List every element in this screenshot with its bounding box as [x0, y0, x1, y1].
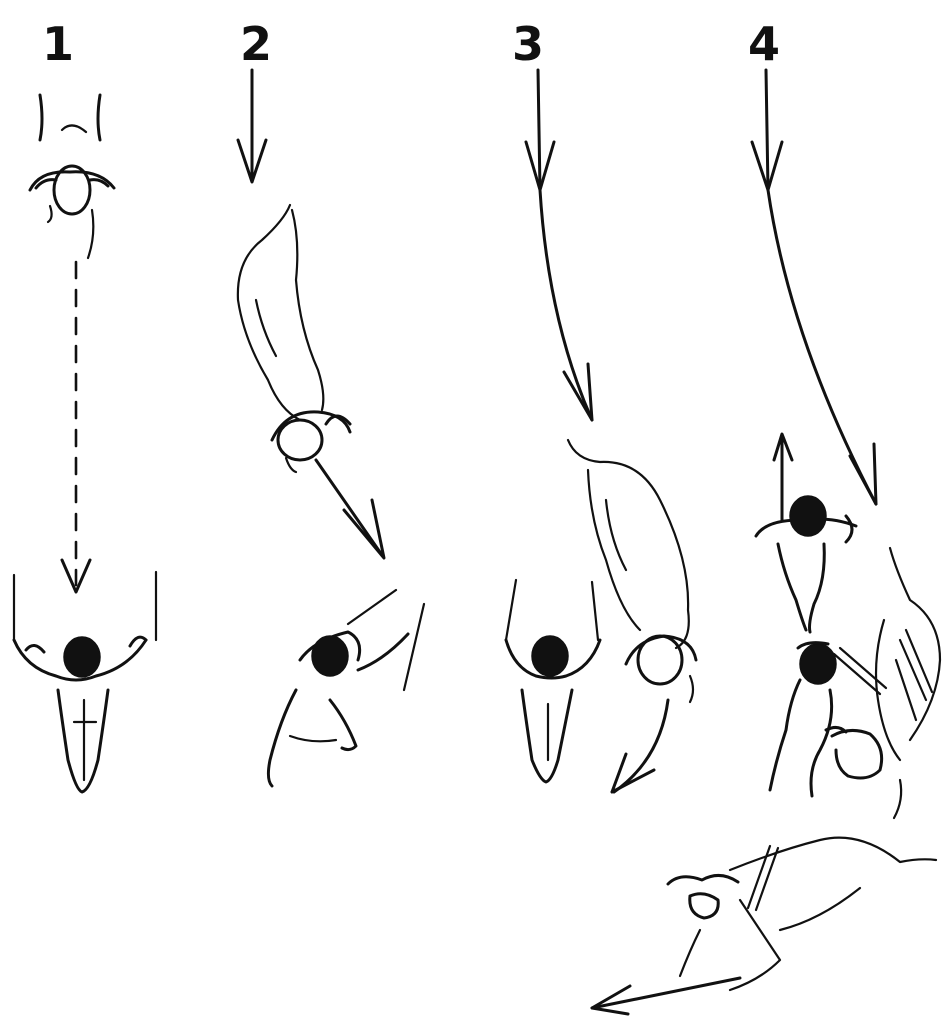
step-number-3: 3	[512, 17, 544, 71]
step-1: 1	[14, 17, 156, 792]
step-4: 4	[592, 17, 940, 1014]
assistant-step-4	[756, 434, 856, 632]
bull-step-1	[30, 95, 114, 258]
step-3: 3	[506, 17, 696, 792]
matador-step-4	[770, 643, 886, 796]
arrow-head-step-3-mid	[564, 364, 592, 420]
bull-step-4	[826, 548, 940, 818]
matador-step-3	[506, 580, 600, 782]
step-number-1: 1	[42, 17, 74, 71]
step-number-2: 2	[240, 17, 272, 71]
bull-step-2	[238, 205, 350, 472]
charge-path-step-3-top	[538, 70, 592, 420]
matador-step-1	[14, 572, 156, 792]
matador-step-2	[268, 590, 424, 786]
step-2: 2	[238, 17, 424, 786]
arrow-head-step-4-mid	[850, 444, 876, 504]
bull-exit-step-4	[592, 838, 936, 1014]
step-number-4: 4	[748, 17, 780, 71]
exit-arrow	[592, 978, 740, 1008]
